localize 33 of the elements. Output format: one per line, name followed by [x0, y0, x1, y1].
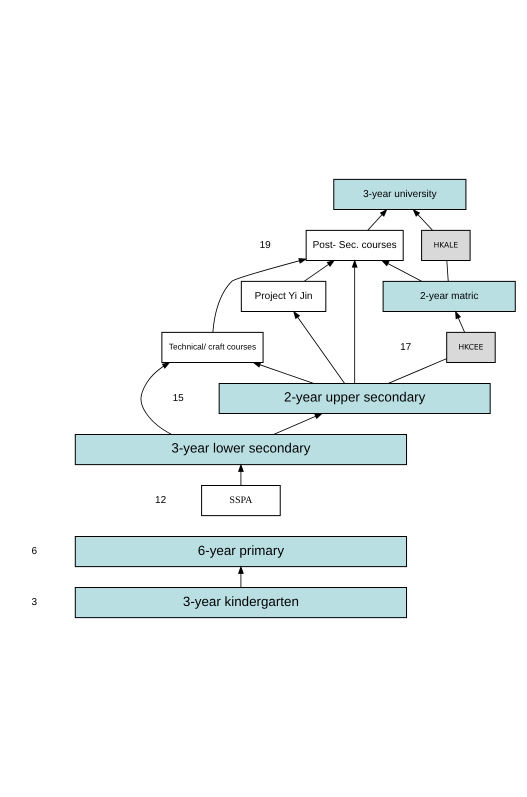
node-box: HKCEE: [446, 332, 496, 364]
node-box: Project Yi Jin: [240, 280, 326, 312]
label: 12: [155, 495, 166, 506]
label: 6: [32, 546, 38, 558]
arrow: [412, 208, 433, 231]
connector: [446, 260, 449, 282]
arrow: [212, 258, 308, 333]
node-box: 6-year primary: [74, 536, 408, 568]
arrow: [455, 310, 466, 333]
node-box: Post- Sec. courses: [306, 230, 404, 261]
node-box: SSPA: [201, 484, 281, 516]
arrow: [238, 464, 244, 486]
label: 17: [400, 342, 412, 354]
arrow: [238, 566, 244, 588]
arrow: [140, 362, 172, 435]
arrow: [273, 413, 323, 435]
node-box: 2-year matric: [382, 280, 516, 312]
arrow: [380, 260, 422, 282]
node-box: 3-year lower secondary: [74, 434, 408, 466]
label: 3: [32, 597, 38, 608]
node-box: HKALE: [421, 230, 471, 261]
label: 15: [172, 393, 184, 404]
arrow: [293, 310, 345, 384]
label: 19: [260, 240, 271, 252]
arrow: [367, 208, 388, 231]
arrow: [252, 362, 314, 384]
arrow: [304, 260, 336, 282]
node-box: 3-year kindergarten: [74, 587, 408, 618]
node-box: Technical/ craft courses: [161, 332, 264, 364]
node-box: 2-year upper secondary: [218, 382, 491, 414]
arrow: [352, 259, 358, 384]
connector: [388, 358, 447, 384]
node-box: 3-year university: [333, 178, 466, 210]
